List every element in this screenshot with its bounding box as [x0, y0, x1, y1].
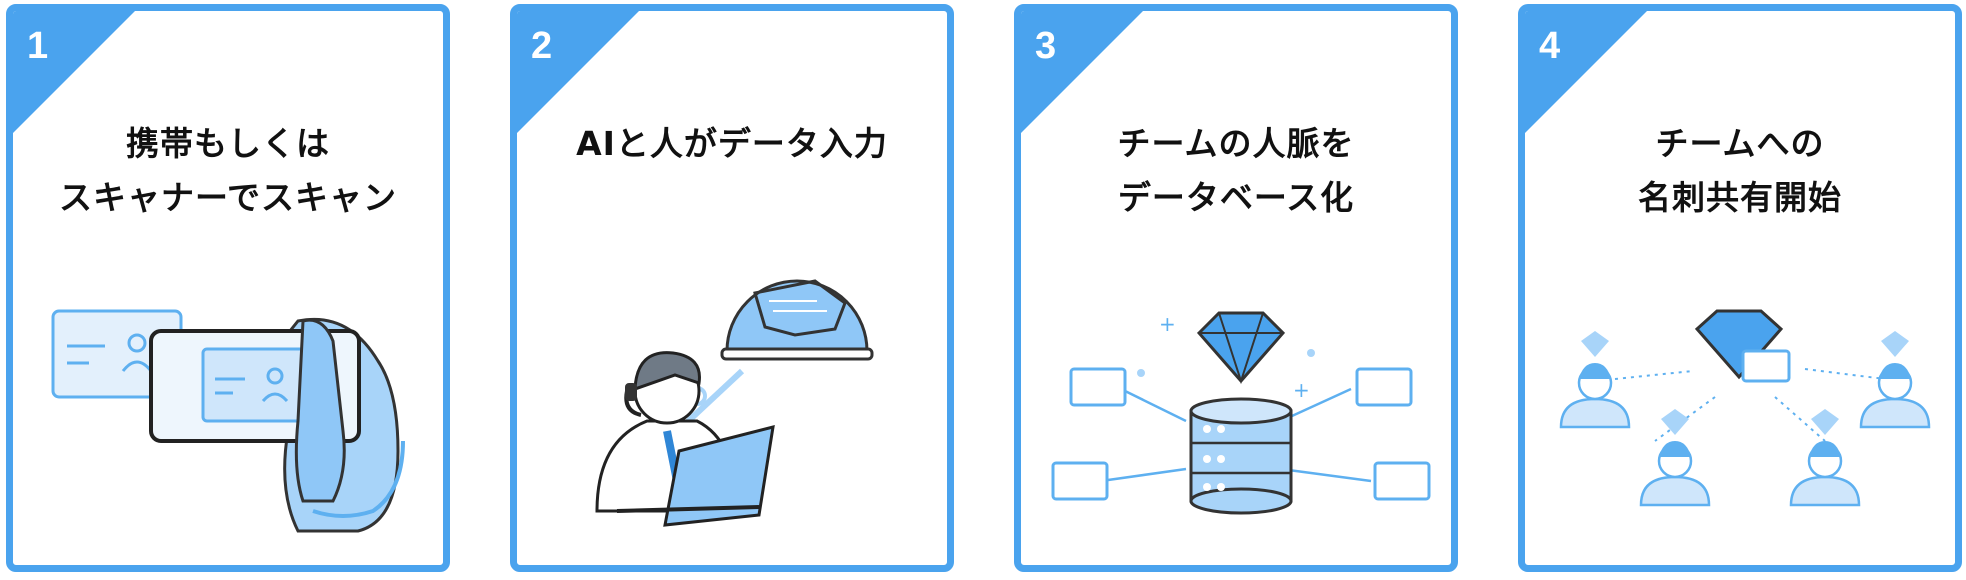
- step-corner: [1525, 11, 1648, 134]
- step-number: 4: [1539, 25, 1561, 67]
- diamond-database-icon: + +: [1051, 311, 1431, 515]
- ai-operator-icon: [595, 279, 874, 527]
- step-corner: [1021, 11, 1144, 134]
- step-title: チームへの 名刺共有開始: [1638, 124, 1842, 217]
- step-title: AIと人がデータ入力: [576, 124, 888, 163]
- step-card-2: 2 AIと人がデータ入力: [510, 4, 954, 572]
- step-number: 3: [1035, 25, 1057, 67]
- team-sharing-icon: [1559, 309, 1931, 507]
- step-card-3: 3 チームの人脈を データベース化: [1014, 4, 1458, 572]
- step-title: 携帯もしくは スキャナーでスキャン: [58, 124, 398, 217]
- step-card-4: 4 チームへの 名刺共有開始: [1518, 4, 1962, 572]
- step-number: 1: [27, 25, 49, 67]
- svg-text:+: +: [1159, 312, 1176, 336]
- step-card-1: 1 携帯もしくは スキャナーでスキャン: [6, 4, 450, 572]
- step-number: 2: [531, 25, 553, 67]
- phone-scan-icon: [51, 309, 405, 533]
- step-corner: [13, 11, 136, 134]
- step-corner: [517, 11, 640, 134]
- svg-text:+: +: [1293, 378, 1310, 402]
- step-title: チームの人脈を データベース化: [1117, 124, 1355, 217]
